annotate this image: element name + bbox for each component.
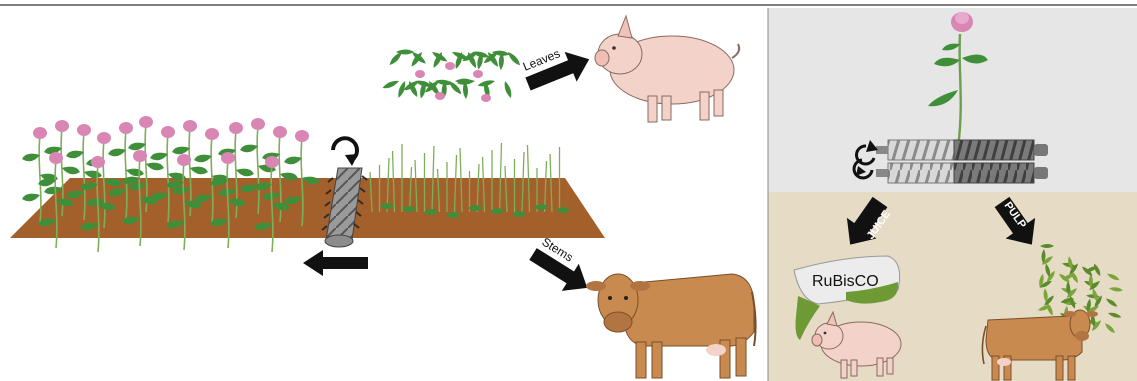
field bbox=[10, 116, 605, 276]
rubisco-label: RuBisCO bbox=[812, 273, 879, 290]
pig-icon bbox=[595, 16, 739, 122]
leaves-cluster bbox=[381, 50, 521, 103]
cow-icon bbox=[586, 274, 756, 378]
direction-arrow-left bbox=[303, 250, 368, 276]
rotate-arrow-icon bbox=[333, 138, 358, 166]
